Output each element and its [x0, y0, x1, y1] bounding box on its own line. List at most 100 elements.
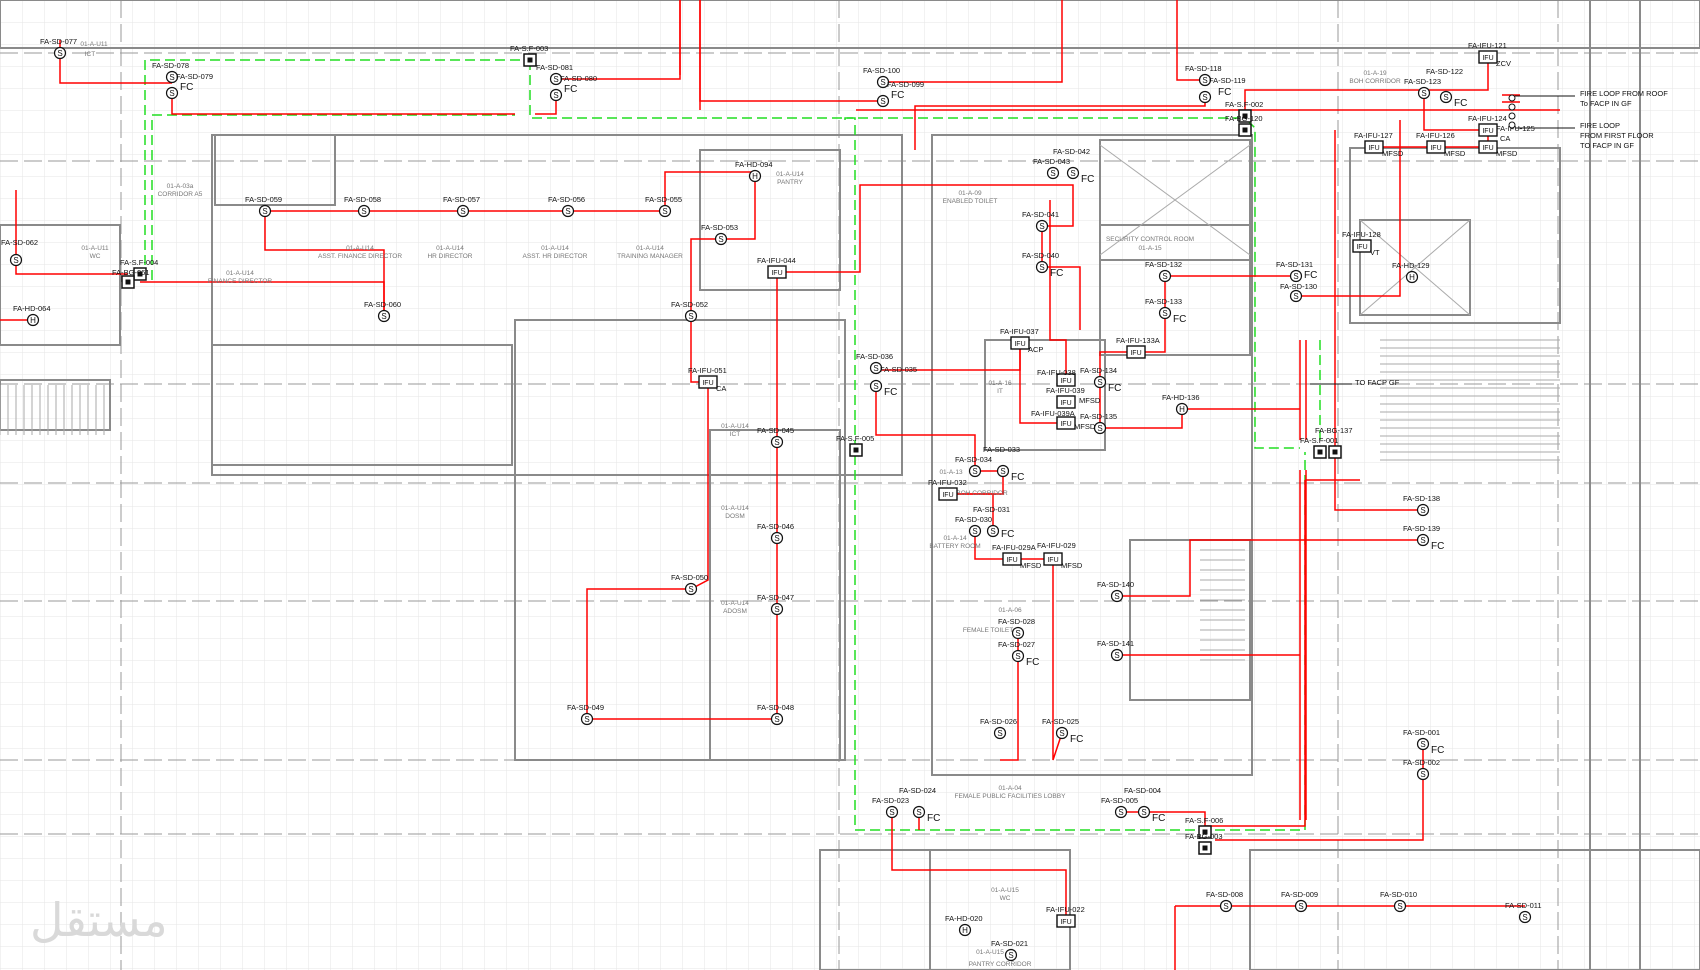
device-fa-sd-055[interactable]: SFA-SD-055: [645, 195, 682, 218]
device-fa-sd-132[interactable]: SFA-SD-132: [1145, 260, 1182, 283]
device-fa-hd-094[interactable]: HFA-HD-094: [735, 160, 773, 183]
device-fa-sd-077[interactable]: SFA-SD-077: [40, 37, 77, 60]
device-fa-sd-011[interactable]: SFA-SD-011: [1505, 901, 1542, 924]
device-fa-sd-048[interactable]: SFA-SD-048: [757, 703, 794, 726]
device-fa-hd-136[interactable]: HFA-HD-136: [1162, 393, 1200, 416]
device-fa-sd-008[interactable]: SFA-SD-008: [1206, 890, 1243, 913]
device-fa-s-f-005[interactable]: FA-S.F-005: [836, 434, 874, 457]
device-fa-bg-120[interactable]: FA-BG-120: [1225, 114, 1263, 137]
device-fa-s-f-002[interactable]: FA-S.F-002: [1225, 100, 1263, 123]
device-fa-s-f-003[interactable]: FA-S.F-003: [510, 44, 548, 67]
device-fa-sd-053[interactable]: SFA-SD-053: [701, 223, 738, 246]
annotation-text: TO FACP GF: [1355, 378, 1400, 387]
device-fa-sd-062[interactable]: SFA-SD-062: [1, 238, 38, 267]
device-fa-sd-141[interactable]: SFA-SD-141: [1097, 639, 1134, 662]
device-fa-sd-052[interactable]: SFA-SD-052: [671, 300, 708, 323]
device-fa-sd-047[interactable]: SFA-SD-047: [757, 593, 794, 616]
device-fa-sd-056[interactable]: SFA-SD-056: [548, 195, 585, 218]
device-fa-sd-079[interactable]: SFA-SD-079: [165, 72, 214, 100]
device-fa-hd-129[interactable]: HFA-HD-129: [1392, 261, 1430, 284]
device-fa-sd-026[interactable]: SFA-SD-026: [980, 717, 1017, 740]
device-note: FC: [891, 90, 904, 101]
device-fa-sd-140[interactable]: SFA-SD-140: [1097, 580, 1134, 603]
device-fa-sd-036[interactable]: SFA-SD-036: [856, 352, 893, 375]
device-fa-sd-041[interactable]: SFA-SD-041: [1022, 210, 1059, 233]
device-fa-sd-045[interactable]: SFA-SD-045: [757, 426, 794, 449]
device-fa-sd-043[interactable]: SFA-SD-043: [1033, 157, 1070, 180]
wire-run: [140, 281, 385, 316]
device-label: FA-SD-052: [671, 300, 708, 309]
device-fa-bg-003[interactable]: FA-BG-003: [1185, 832, 1223, 855]
device-fa-hd-020[interactable]: HFA-HD-020: [945, 914, 983, 937]
device-fa-sd-135[interactable]: SFA-SD-135: [1080, 412, 1117, 435]
device-fa-sd-028[interactable]: SFA-SD-028: [998, 617, 1035, 640]
device-fa-sd-021[interactable]: SFA-SD-021: [991, 939, 1028, 962]
symbol-letter: S: [13, 256, 18, 265]
device-fa-sd-059[interactable]: SFA-SD-059: [245, 195, 282, 218]
device-note: ZCV: [1496, 59, 1511, 68]
device-fa-hd-064[interactable]: HFA-HD-064: [13, 304, 51, 327]
device-fa-sd-119[interactable]: SFA-SD-119: [1198, 76, 1246, 104]
device-fa-bg-061[interactable]: FA-BG-061: [112, 268, 150, 289]
device-fa-sd-030[interactable]: SFA-SD-030: [955, 515, 992, 538]
device-fa-sd-023[interactable]: SFA-SD-023: [872, 796, 909, 819]
device-fa-sd-057[interactable]: SFA-SD-057: [443, 195, 480, 218]
device-fa-sd-002[interactable]: SFA-SD-002: [1403, 758, 1440, 781]
device-fa-sd-009[interactable]: SFA-SD-009: [1281, 890, 1318, 913]
device-fa-sd-046[interactable]: SFA-SD-046: [757, 522, 794, 545]
device-fa-sd-058[interactable]: SFA-SD-058: [344, 195, 381, 218]
device-fa-sd-099[interactable]: SFA-SD-099: [876, 80, 925, 108]
wall: [699, 149, 841, 291]
device-fa-s-f-004[interactable]: FA-S.F-004: [120, 258, 158, 281]
device-fa-sd-034[interactable]: SFA-SD-034: [955, 455, 992, 478]
device-fa-bg-137[interactable]: FA-BG-137: [1315, 426, 1353, 459]
device-fa-sd-005[interactable]: SFA-SD-005: [1101, 796, 1138, 819]
device-fa-sd-130[interactable]: SFA-SD-130: [1280, 282, 1317, 303]
device-fa-s-f-001[interactable]: FA-S.F-001: [1300, 436, 1338, 459]
device-fa-sd-080[interactable]: SFA-SD-080: [549, 74, 598, 102]
device-fa-sd-050[interactable]: SFA-SD-050: [671, 573, 708, 596]
device-fa-s-f-006[interactable]: FA-S.F-006: [1185, 816, 1223, 839]
device-fa-sd-138[interactable]: SFA-SD-138: [1403, 494, 1440, 517]
control-module-core: [853, 447, 859, 453]
device-fa-sd-123[interactable]: SFA-SD-123: [1404, 77, 1441, 100]
device-fa-sd-010[interactable]: SFA-SD-010: [1380, 890, 1417, 913]
device-fa-sd-049[interactable]: SFA-SD-049: [567, 703, 604, 726]
device-fa-sd-060[interactable]: SFA-SD-060: [364, 300, 401, 323]
